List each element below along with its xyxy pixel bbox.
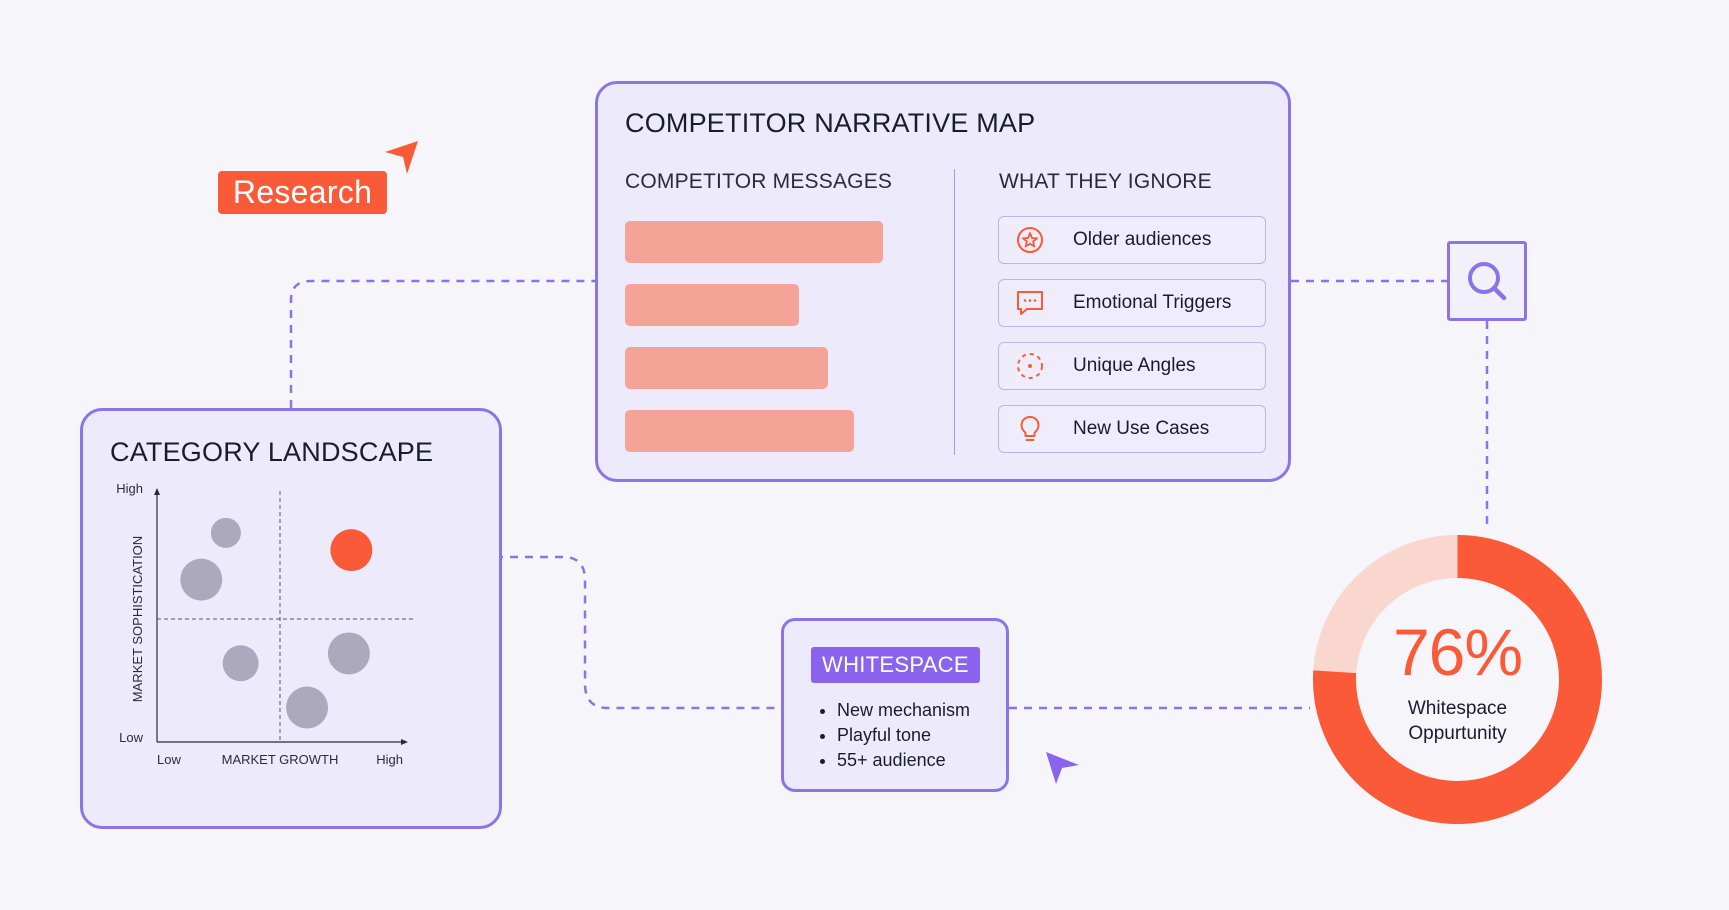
competitor-message-bar	[625, 347, 828, 389]
competitor-message-bar	[625, 284, 799, 326]
opportunity-percent: 76%	[1392, 615, 1523, 689]
category-landscape-title: CATEGORY LANDSCAPE	[110, 437, 434, 467]
opportunity-label-line2: Oppurtunity	[1408, 723, 1507, 744]
opportunity-label-line1: Whitespace	[1407, 698, 1508, 719]
ignore-item-label: Emotional Triggers	[1073, 292, 1232, 313]
scatter-bubble	[222, 645, 259, 682]
competitor-message-bar	[625, 410, 855, 452]
whitespace-badge: WHITESPACE	[811, 647, 980, 683]
search-button[interactable]	[1447, 241, 1527, 321]
list-item: New mechanism	[837, 698, 970, 723]
scatter-bubble	[180, 558, 223, 601]
x-tick-label: High	[376, 752, 403, 767]
search-icon	[1468, 262, 1507, 301]
competitor-message-bar	[625, 221, 884, 263]
star-badge-icon	[1017, 227, 1043, 253]
ignore-item-older-audiences[interactable]: Older audiences	[998, 216, 1266, 264]
x-axis-label: MARKET GROWTH	[222, 752, 339, 767]
highlighted-bubble	[330, 529, 373, 572]
x-axis-arrow	[401, 739, 408, 745]
dashed-target-icon	[1017, 353, 1043, 379]
scatter-bubble	[210, 517, 241, 548]
narrative-map-title: COMPETITOR NARRATIVE MAP	[625, 108, 1036, 138]
y-tick-label: High	[116, 481, 143, 496]
column-divider	[954, 169, 955, 455]
scatter-bubble	[286, 686, 329, 729]
cursor-pointer-icon	[385, 141, 418, 174]
competitor-message-bars	[625, 221, 915, 473]
lightbulb-icon	[1020, 416, 1040, 441]
ignore-item-label: New Use Cases	[1073, 418, 1210, 439]
whitespace-card: WHITESPACE New mechanism Playful tone 55…	[781, 618, 1009, 792]
opportunity-label: Whitespace Oppurtunity	[1305, 696, 1610, 746]
donut-value-arc	[1313, 535, 1602, 824]
ignore-item-label: Older audiences	[1073, 229, 1212, 250]
ignore-item-new-use-cases[interactable]: New Use Cases	[998, 405, 1266, 453]
y-tick-label: Low	[119, 730, 143, 745]
research-tag: Research	[218, 171, 387, 214]
x-tick-label: Low	[157, 752, 181, 767]
competitor-messages-header: COMPETITOR MESSAGES	[625, 170, 893, 193]
ignored-topics-list: Older audiences Emotional Triggers Uniqu…	[998, 216, 1266, 468]
scatter-bubble	[327, 632, 370, 675]
y-axis-label: MARKET SOPHISTICATION	[130, 536, 145, 702]
cursor-pointer-icon	[1046, 752, 1079, 784]
ignore-item-unique-angles[interactable]: Unique Angles	[998, 342, 1266, 390]
list-item: 55+ audience	[837, 748, 970, 773]
connector-bubble-to-whitespace	[390, 555, 781, 710]
whitespace-list: New mechanism Playful tone 55+ audience	[837, 698, 970, 773]
ignore-item-label: Unique Angles	[1073, 355, 1196, 376]
competitor-narrative-map-card: COMPETITOR NARRATIVE MAP COMPETITOR MESS…	[595, 81, 1291, 482]
whitespace-opportunity-donut	[1313, 535, 1602, 824]
connector-landscape-to-map	[289, 279, 595, 408]
ignore-item-emotional-triggers[interactable]: Emotional Triggers	[998, 279, 1266, 327]
chat-bubble-icon	[1017, 291, 1043, 315]
what-they-ignore-header: WHAT THEY IGNORE	[999, 170, 1212, 193]
list-item: Playful tone	[837, 723, 970, 748]
y-axis-arrow	[154, 488, 160, 495]
